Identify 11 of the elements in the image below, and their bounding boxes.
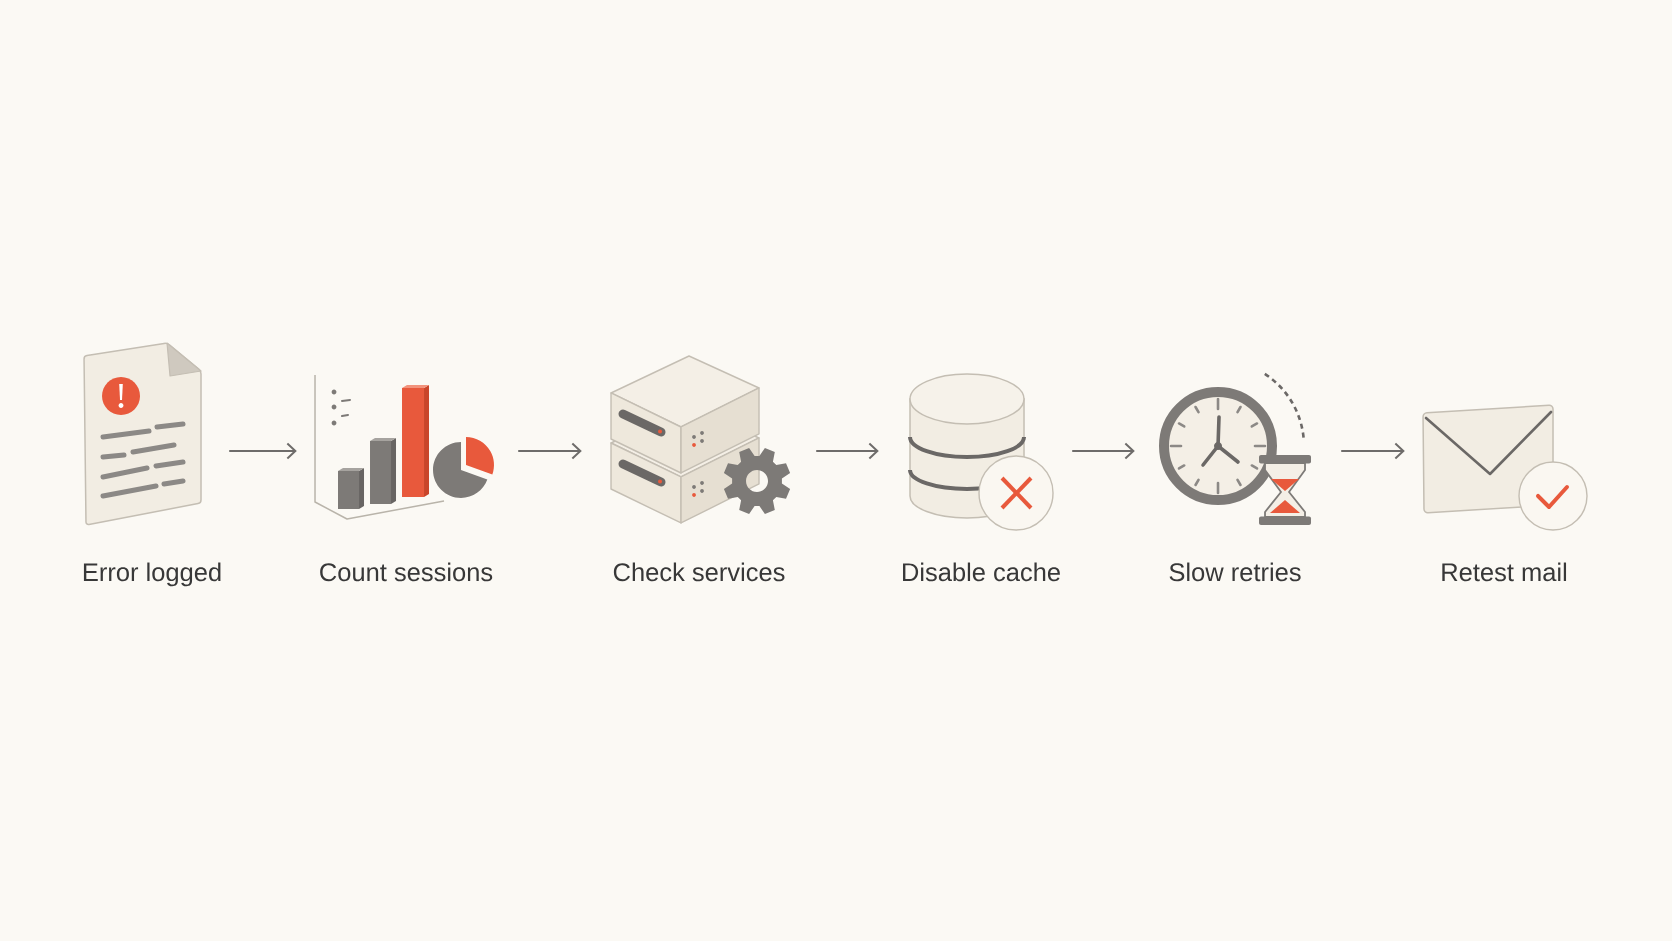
arrow [228,442,297,460]
step-label: Check services [613,562,785,582]
step-label: Slow retries [1169,562,1301,582]
arrow [815,442,879,460]
step-label: Retest mail [1442,562,1567,582]
step-label: Error logged [83,562,221,587]
arrow [1071,442,1135,460]
arrow [517,442,582,460]
step-label: Disable cache [903,562,1060,582]
arrow [1340,442,1405,460]
step-label: Count sessions [320,562,493,582]
